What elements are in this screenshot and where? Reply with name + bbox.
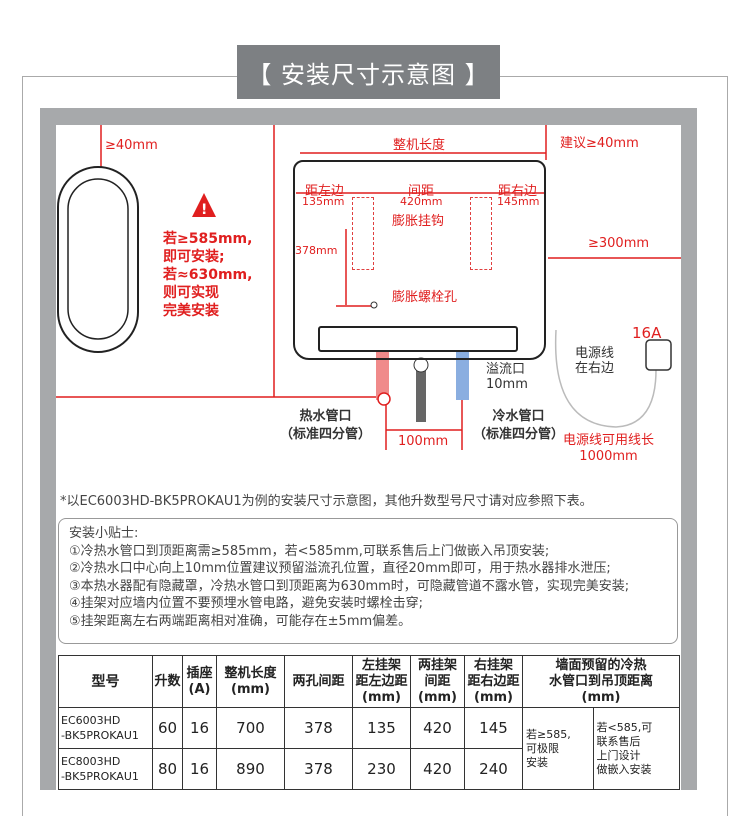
overflow-pipe <box>416 360 426 422</box>
diagram-note: *以EC6003HD-BK5PROKAU1为例的安装尺寸示意图，其他升数型号尺寸… <box>60 494 593 509</box>
install-tips: 安装小贴士: ①冷热水管口到顶距离需≥585mm，若<585mm,可联系售后上门… <box>58 518 678 644</box>
tips-heading: 安装小贴士: <box>69 526 139 541</box>
tip-item: ⑤挂架距离左右两端距离相对准确，可能存在±5mm偏差。 <box>69 613 412 629</box>
table-header-row: 型号 升数 插座 (A) 整机长度 (mm) 两孔间距 左挂架 距左边距 (mm… <box>58 655 680 708</box>
hot-pipe-label: 热水管口（标准四分管） <box>280 409 372 442</box>
tip-item: ①冷热水管口到顶距离需≥585mm，若<585mm,可联系售后上门做嵌入吊顶安装… <box>69 543 550 559</box>
spacing-value: 420mm <box>400 195 443 208</box>
left-bracket <box>352 197 374 270</box>
ceiling <box>40 108 697 125</box>
bolt-label: 膨胀螺栓孔 <box>392 290 458 305</box>
spec-table: 型号 升数 插座 (A) 整机长度 (mm) 两孔间距 左挂架 距左边距 (mm… <box>58 655 681 790</box>
cold-pipe <box>456 350 469 400</box>
spacing-label: 间距 <box>408 184 435 199</box>
total-length-label: 整机长度 <box>393 138 446 153</box>
side-gap: ≥300mm <box>588 236 650 251</box>
top-gap-right: 建议≥40mm <box>560 136 639 151</box>
tip-item: ②冷热水口中心向上10mm位置建议预留溢流孔位置，直径20mm即可，用于热水器排… <box>69 561 611 576</box>
right-edge-value: 145mm <box>497 195 540 208</box>
vertical-value: 378mm <box>295 244 338 257</box>
right-bracket <box>470 197 492 270</box>
socket-label: 16A <box>632 324 662 342</box>
top-gap-left: ≥40mm <box>105 138 158 153</box>
mirror <box>57 166 139 353</box>
left-edge-value: 135mm <box>302 195 345 208</box>
power-cord <box>554 329 657 428</box>
cold-pipe-label: 冷水管口（标准四分管） <box>473 409 565 442</box>
power-side-label: 电源线在右边 <box>575 346 615 376</box>
pipe-spacing: 100mm <box>398 434 449 449</box>
diagram: ! <box>56 125 681 480</box>
water-heater <box>293 160 546 360</box>
socket-icon <box>645 339 672 371</box>
right-wall <box>681 108 697 790</box>
left-wall <box>40 108 56 790</box>
warning-icon <box>192 193 216 217</box>
left-edge-label: 距左边 <box>305 184 345 199</box>
right-edge-label: 距右边 <box>498 184 538 199</box>
hot-pipe <box>376 350 389 400</box>
svg-text:!: ! <box>201 202 207 218</box>
page-title: 【 安装尺寸示意图 】 <box>237 45 500 99</box>
tip-item: ③本热水器配有隐藏罩，冷热水管口到顶距离为630mm时，可隐藏管道不露水管，实现… <box>69 578 630 594</box>
hook-label: 膨胀挂钩 <box>392 214 445 229</box>
heater-cover <box>318 326 518 352</box>
dimension-lines: ! <box>56 125 681 450</box>
warning-text: 若≥585mm,即可安装;若≈630mm,则可实现完美安装 <box>163 231 253 319</box>
tip-item: ④挂架对应墙内位置不要预埋水管电路，避免安装时螺栓击穿; <box>69 596 424 611</box>
